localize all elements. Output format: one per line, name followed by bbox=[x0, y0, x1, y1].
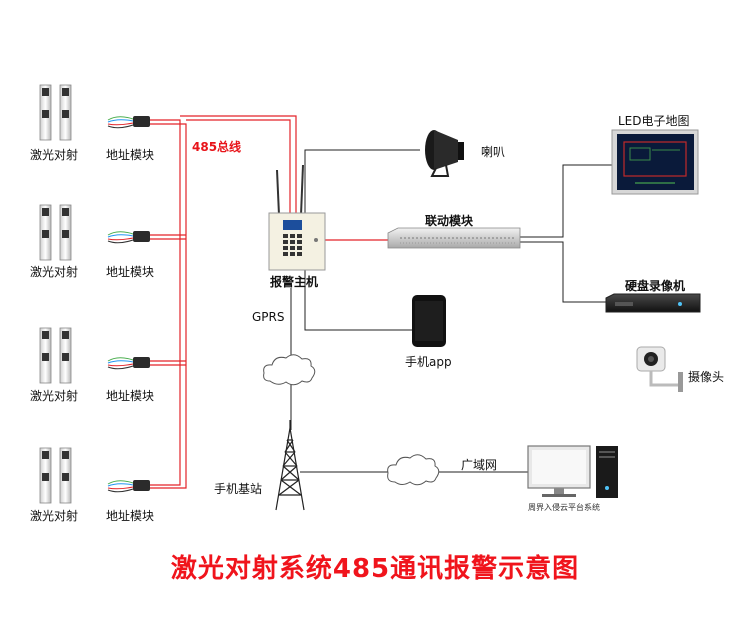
computer-icon bbox=[527, 445, 618, 498]
laser-label-2: 激光对射 bbox=[30, 265, 79, 279]
speaker-label: 喇叭 bbox=[481, 145, 506, 159]
address-module-icon bbox=[107, 480, 150, 493]
cloud-wan-icon bbox=[387, 454, 440, 486]
diagram-title: 激光对射系统485通讯报警示意图 bbox=[170, 554, 580, 584]
camera-label: 摄像头 bbox=[688, 370, 725, 384]
bus-485-label: 485总线 bbox=[192, 140, 242, 154]
address-module-label-4: 地址模块 bbox=[106, 509, 155, 523]
laser-row-2 bbox=[39, 204, 150, 261]
address-module-icon bbox=[107, 116, 150, 129]
address-module-label-1: 地址模块 bbox=[106, 148, 155, 162]
address-module-icon bbox=[107, 357, 150, 370]
laser-pair-icon bbox=[39, 327, 72, 384]
address-module-icon bbox=[107, 231, 150, 244]
camera-icon bbox=[636, 346, 683, 392]
cloud-gprs-icon bbox=[263, 354, 316, 386]
base-station-icon bbox=[275, 420, 305, 511]
laser-pair-icon bbox=[39, 204, 72, 261]
dvr-label: 硬盘录像机 bbox=[625, 279, 686, 293]
laser-row-4 bbox=[39, 447, 150, 504]
laser-label-4: 激光对射 bbox=[30, 509, 79, 523]
wan-label: 广域网 bbox=[461, 458, 498, 472]
laser-row-1 bbox=[39, 84, 150, 141]
laser-pair-icon bbox=[39, 84, 72, 141]
linkage-module-label: 联动模块 bbox=[425, 214, 474, 228]
address-module-label-3: 地址模块 bbox=[106, 389, 155, 403]
led-map-label: LED电子地图 bbox=[618, 114, 690, 128]
phone-app-label: 手机app bbox=[405, 355, 452, 369]
led-map-icon bbox=[611, 129, 699, 195]
address-module-label-2: 地址模块 bbox=[106, 265, 155, 279]
linkage-module-icon bbox=[387, 227, 521, 249]
gprs-label: GPRS bbox=[252, 310, 285, 324]
laser-label-1: 激光对射 bbox=[30, 148, 79, 162]
speaker-icon bbox=[425, 130, 464, 177]
black-wires bbox=[290, 149, 612, 473]
platform-label: 周界入侵云平台系统 bbox=[528, 503, 600, 512]
laser-label-3: 激光对射 bbox=[30, 389, 79, 403]
base-station-label: 手机基站 bbox=[214, 482, 263, 496]
bus-485-wires bbox=[150, 115, 388, 489]
alarm-host-icon bbox=[268, 164, 326, 271]
dvr-icon bbox=[605, 293, 701, 313]
laser-row-3 bbox=[39, 327, 150, 384]
alarm-host-label: 报警主机 bbox=[270, 275, 319, 289]
laser-pair-icon bbox=[39, 447, 72, 504]
phone-icon bbox=[412, 295, 446, 347]
